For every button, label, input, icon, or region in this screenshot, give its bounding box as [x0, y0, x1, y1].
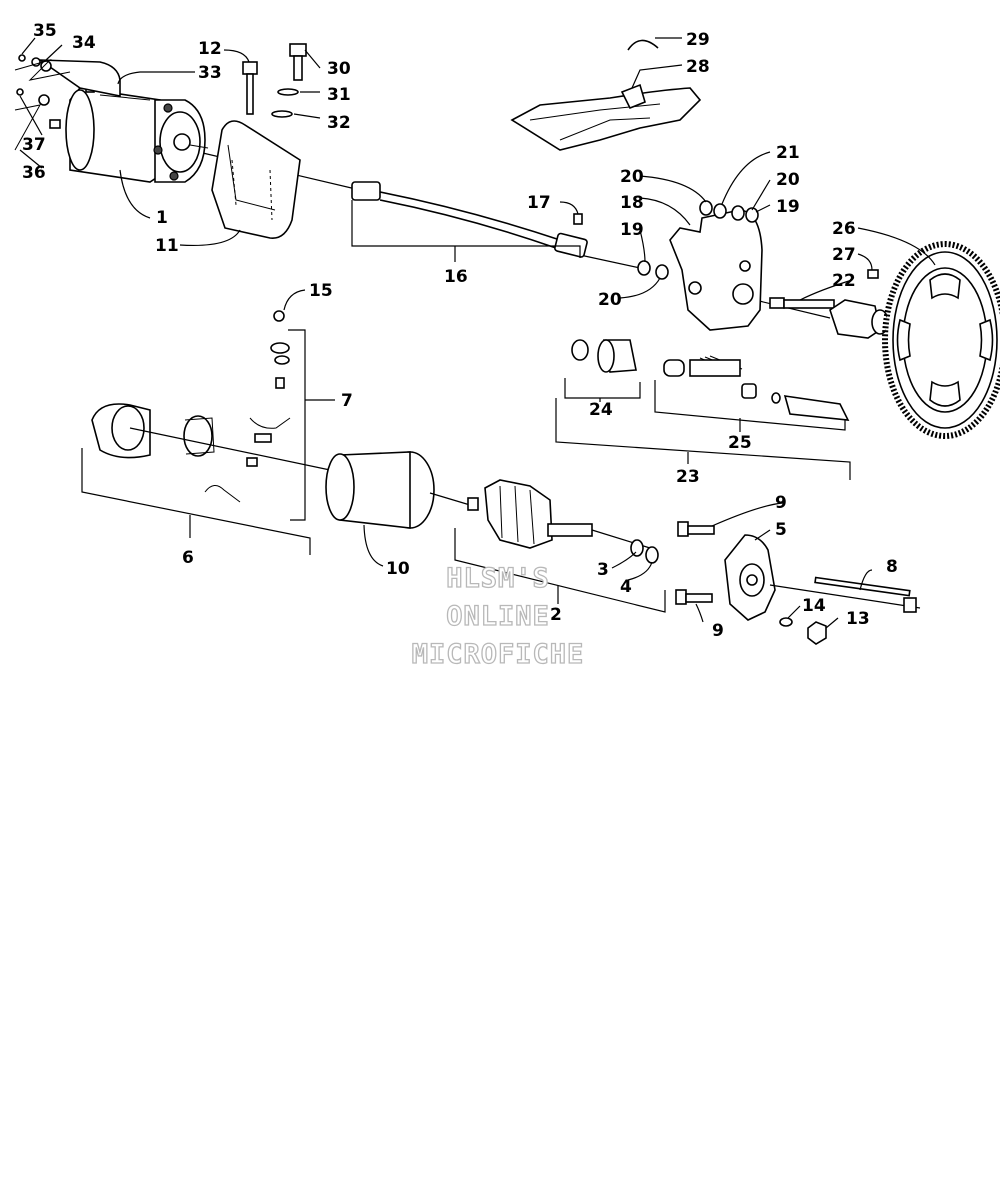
cover-plate: [37, 59, 121, 97]
field-housing: [129, 427, 331, 471]
callout-28: 28: [686, 57, 710, 77]
drive-housing: [669, 209, 763, 331]
front-bracket: [724, 534, 921, 621]
callout-7: 7: [341, 391, 353, 411]
callout-20-left: 20: [598, 290, 622, 310]
callout-24: 24: [589, 400, 613, 420]
callout-33: 33: [198, 63, 222, 83]
callout-9-lower: 9: [712, 621, 724, 641]
watermark-line-3: MICROFICHE: [412, 639, 585, 670]
callout-20-top-right: 20: [776, 170, 800, 190]
callout-23: 23: [676, 467, 700, 487]
leader-lines: [19, 37, 936, 629]
callout-21: 21: [776, 143, 800, 163]
callout-20-top-left: 20: [620, 167, 644, 187]
clip-29: [627, 39, 659, 51]
brush-hardware: [204, 310, 291, 503]
chassis-frame: [510, 83, 702, 151]
callout-8: 8: [886, 557, 898, 577]
callout-29: 29: [686, 30, 710, 50]
mounting-bracket: [211, 120, 301, 239]
yoke-housing: [325, 451, 435, 529]
callout-32: 32: [327, 113, 351, 133]
callout-9-upper: 9: [775, 493, 787, 513]
callout-31: 31: [327, 85, 351, 105]
callout-12: 12: [198, 39, 222, 59]
cable-end-17: [573, 213, 583, 225]
callout-27: 27: [832, 245, 856, 265]
drive-washers: [637, 200, 759, 280]
callout-19-left: 19: [620, 220, 644, 240]
callout-25: 25: [728, 433, 752, 453]
callout-numbers: 35 34 33 12 30 31 32 37 36 1 11 29 28 21…: [22, 21, 898, 641]
starter-motor: [65, 79, 209, 183]
nut-13: [807, 621, 827, 645]
bolt-12: [242, 61, 258, 115]
callout-17: 17: [527, 193, 551, 213]
callout-11: 11: [155, 236, 179, 256]
end-frame-6: [91, 403, 215, 459]
callout-2: 2: [550, 605, 562, 625]
watermark-line-1: HLSM'S: [446, 563, 550, 594]
callout-15: 15: [309, 281, 333, 301]
callout-26: 26: [832, 219, 856, 239]
battery-cable: [351, 181, 588, 258]
callout-3: 3: [597, 560, 609, 580]
callout-34: 34: [72, 33, 96, 53]
bolt-9-lower: [675, 589, 713, 605]
callout-30: 30: [327, 59, 351, 79]
callout-22: 22: [832, 271, 856, 291]
armature-washers: [630, 539, 659, 564]
watermark: HLSM'S ONLINE MICROFICHE: [411, 562, 585, 670]
callout-14: 14: [802, 596, 826, 616]
callout-18: 18: [620, 193, 644, 213]
washer-14: [779, 617, 793, 627]
callout-19-right: 19: [776, 197, 800, 217]
ring-gear: [882, 241, 1000, 439]
bolt-30-washers: [271, 43, 307, 118]
armature: [429, 479, 651, 549]
callout-1: 1: [156, 208, 168, 228]
watermark-line-2: ONLINE: [446, 601, 550, 632]
callout-6: 6: [182, 548, 194, 568]
small-hardware-left: [14, 54, 71, 151]
callout-5: 5: [775, 520, 787, 540]
callout-37: 37: [22, 135, 46, 155]
callout-4: 4: [620, 577, 632, 597]
group-brackets: [81, 200, 851, 613]
callout-16: 16: [444, 267, 468, 287]
bolt-27: [867, 269, 879, 279]
callout-13: 13: [846, 609, 870, 629]
through-bolt-8: [814, 576, 917, 613]
callout-36: 36: [22, 163, 46, 183]
drive-subassembly: [571, 339, 850, 421]
callout-35: 35: [33, 21, 57, 41]
callout-10: 10: [386, 559, 410, 579]
bolt-9-upper: [677, 521, 715, 537]
